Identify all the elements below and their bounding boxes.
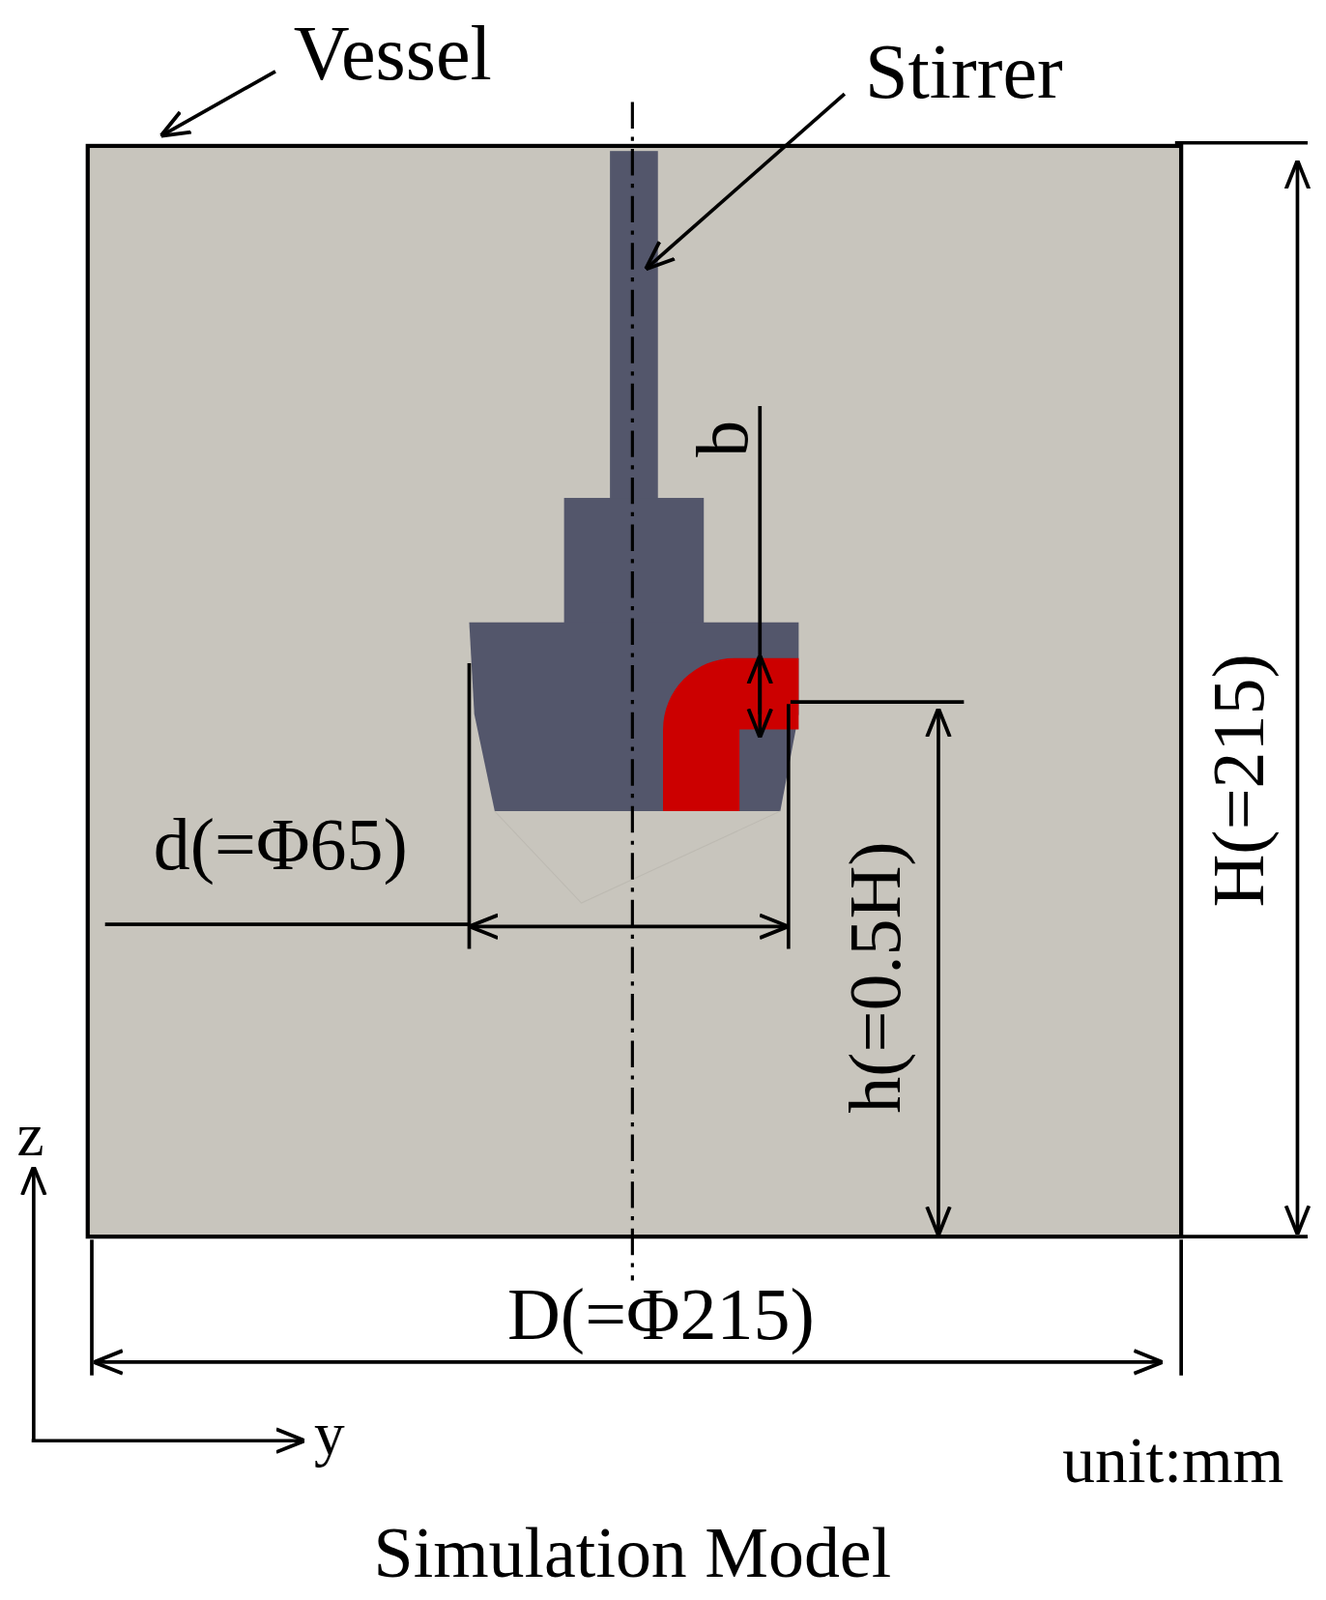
axis-label: z [17, 1103, 45, 1165]
dimension-label: D(=Φ215) [507, 1276, 815, 1351]
axis-label: y [314, 1402, 346, 1464]
part-name: Vessel [293, 14, 492, 92]
dimension-label: b [685, 420, 759, 458]
part-name: Stirrer [864, 32, 1064, 111]
caption: Simulation Model [374, 1516, 893, 1588]
center-axis [631, 102, 635, 1281]
dimension-label: H(=215) [1201, 653, 1275, 907]
nozzle [663, 658, 799, 811]
dimension-lines [31, 71, 1308, 1441]
stirrer [468, 150, 799, 903]
dimension-label: h(=0.5H) [838, 840, 913, 1113]
vessel [87, 145, 1182, 1237]
dimension-label: d(=Φ65) [153, 807, 408, 882]
unit-note: unit:mm [1062, 1428, 1284, 1495]
